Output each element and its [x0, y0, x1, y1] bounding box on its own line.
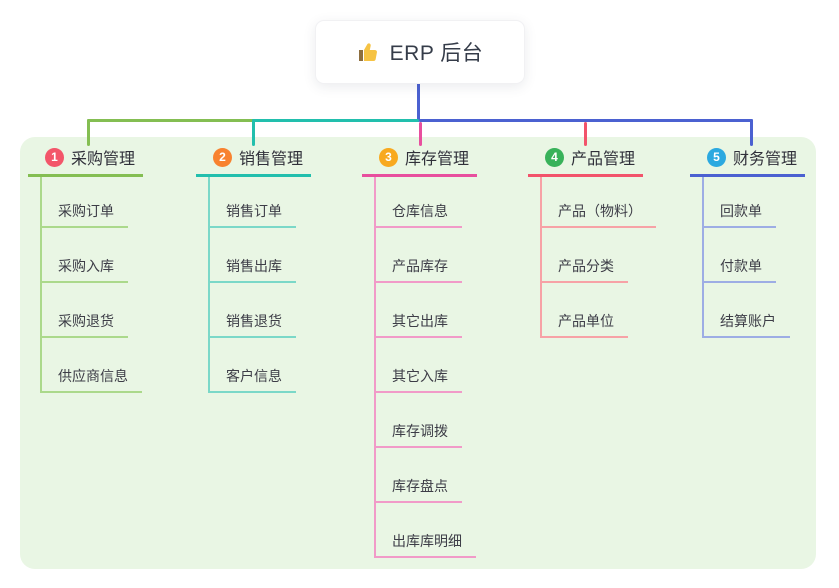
branch-number-badge: 2 [213, 147, 232, 167]
branch-label: 产品管理 [571, 151, 636, 168]
branch-purchase-management: 1 采购管理 采购订单 采购入库 采购退货 供应商信息 [28, 146, 144, 393]
branch-label: 库存管理 [405, 151, 470, 168]
child-node[interactable]: 客户信息 [210, 338, 296, 393]
connector-root-drop [417, 82, 420, 122]
child-node[interactable]: 采购退货 [42, 283, 128, 338]
branch-inventory-management: 3 库存管理 仓库信息 产品库存 其它出库 其它入库 库存调拨 库存盘点 出库库… [362, 146, 478, 558]
child-node[interactable]: 采购订单 [42, 177, 128, 228]
child-node[interactable]: 其它出库 [376, 283, 462, 338]
root-node[interactable]: ERP 后台 [315, 20, 525, 84]
connector-drop-inventory [419, 122, 422, 146]
child-node[interactable]: 销售退货 [210, 283, 296, 338]
branch-number-badge: 4 [545, 147, 564, 167]
child-node[interactable]: 出库库明细 [376, 503, 476, 558]
branch-label: 财务管理 [733, 151, 798, 168]
child-node[interactable]: 产品（物料） [542, 177, 656, 228]
branch-head-sales[interactable]: 2 销售管理 [196, 146, 312, 177]
branch-label: 采购管理 [71, 151, 136, 168]
child-node[interactable]: 其它入库 [376, 338, 462, 393]
child-node[interactable]: 销售订单 [210, 177, 296, 228]
connector-drop-sales [252, 119, 255, 146]
root-node-label: ERP 后台 [389, 42, 484, 65]
child-node[interactable]: 产品库存 [376, 228, 462, 283]
branch-head-product[interactable]: 4 产品管理 [528, 146, 644, 177]
child-node[interactable]: 采购入库 [42, 228, 128, 283]
branch-number-badge: 5 [707, 147, 726, 167]
branch-number-badge: 3 [379, 147, 398, 167]
child-node[interactable]: 回款单 [704, 177, 776, 228]
branch-children: 销售订单 销售出库 销售退货 客户信息 [208, 177, 296, 393]
child-node[interactable]: 销售出库 [210, 228, 296, 283]
branch-number-badge: 1 [45, 147, 64, 167]
child-node[interactable]: 产品分类 [542, 228, 628, 283]
connector-horizontal-blue [419, 119, 753, 122]
branch-children: 采购订单 采购入库 采购退货 供应商信息 [40, 177, 142, 393]
child-node[interactable]: 库存盘点 [376, 448, 462, 503]
branch-finance-management: 5 财务管理 回款单 付款单 结算账户 [690, 146, 806, 338]
connector-horizontal-teal [252, 119, 419, 122]
branch-sales-management: 2 销售管理 销售订单 销售出库 销售退货 客户信息 [196, 146, 312, 393]
branch-product-management: 4 产品管理 产品（物料） 产品分类 产品单位 [528, 146, 656, 338]
branches-panel [20, 137, 816, 569]
connector-drop-finance [750, 119, 753, 146]
branch-label: 销售管理 [239, 151, 304, 168]
branch-head-finance[interactable]: 5 财务管理 [690, 146, 806, 177]
connector-drop-product [584, 122, 587, 146]
connector-horizontal-green [87, 119, 255, 122]
branch-children: 仓库信息 产品库存 其它出库 其它入库 库存调拨 库存盘点 出库库明细 [374, 177, 476, 558]
child-node[interactable]: 付款单 [704, 228, 776, 283]
child-node[interactable]: 供应商信息 [42, 338, 142, 393]
branch-head-purchase[interactable]: 1 采购管理 [28, 146, 144, 177]
child-node[interactable]: 仓库信息 [376, 177, 462, 228]
branch-children: 回款单 付款单 结算账户 [702, 177, 790, 338]
thumbs-up-icon [358, 43, 377, 61]
child-node[interactable]: 结算账户 [704, 283, 790, 338]
branch-children: 产品（物料） 产品分类 产品单位 [540, 177, 656, 338]
child-node[interactable]: 产品单位 [542, 283, 628, 338]
branch-head-inventory[interactable]: 3 库存管理 [362, 146, 478, 177]
child-node[interactable]: 库存调拨 [376, 393, 462, 448]
connector-drop-purchase [87, 119, 90, 146]
